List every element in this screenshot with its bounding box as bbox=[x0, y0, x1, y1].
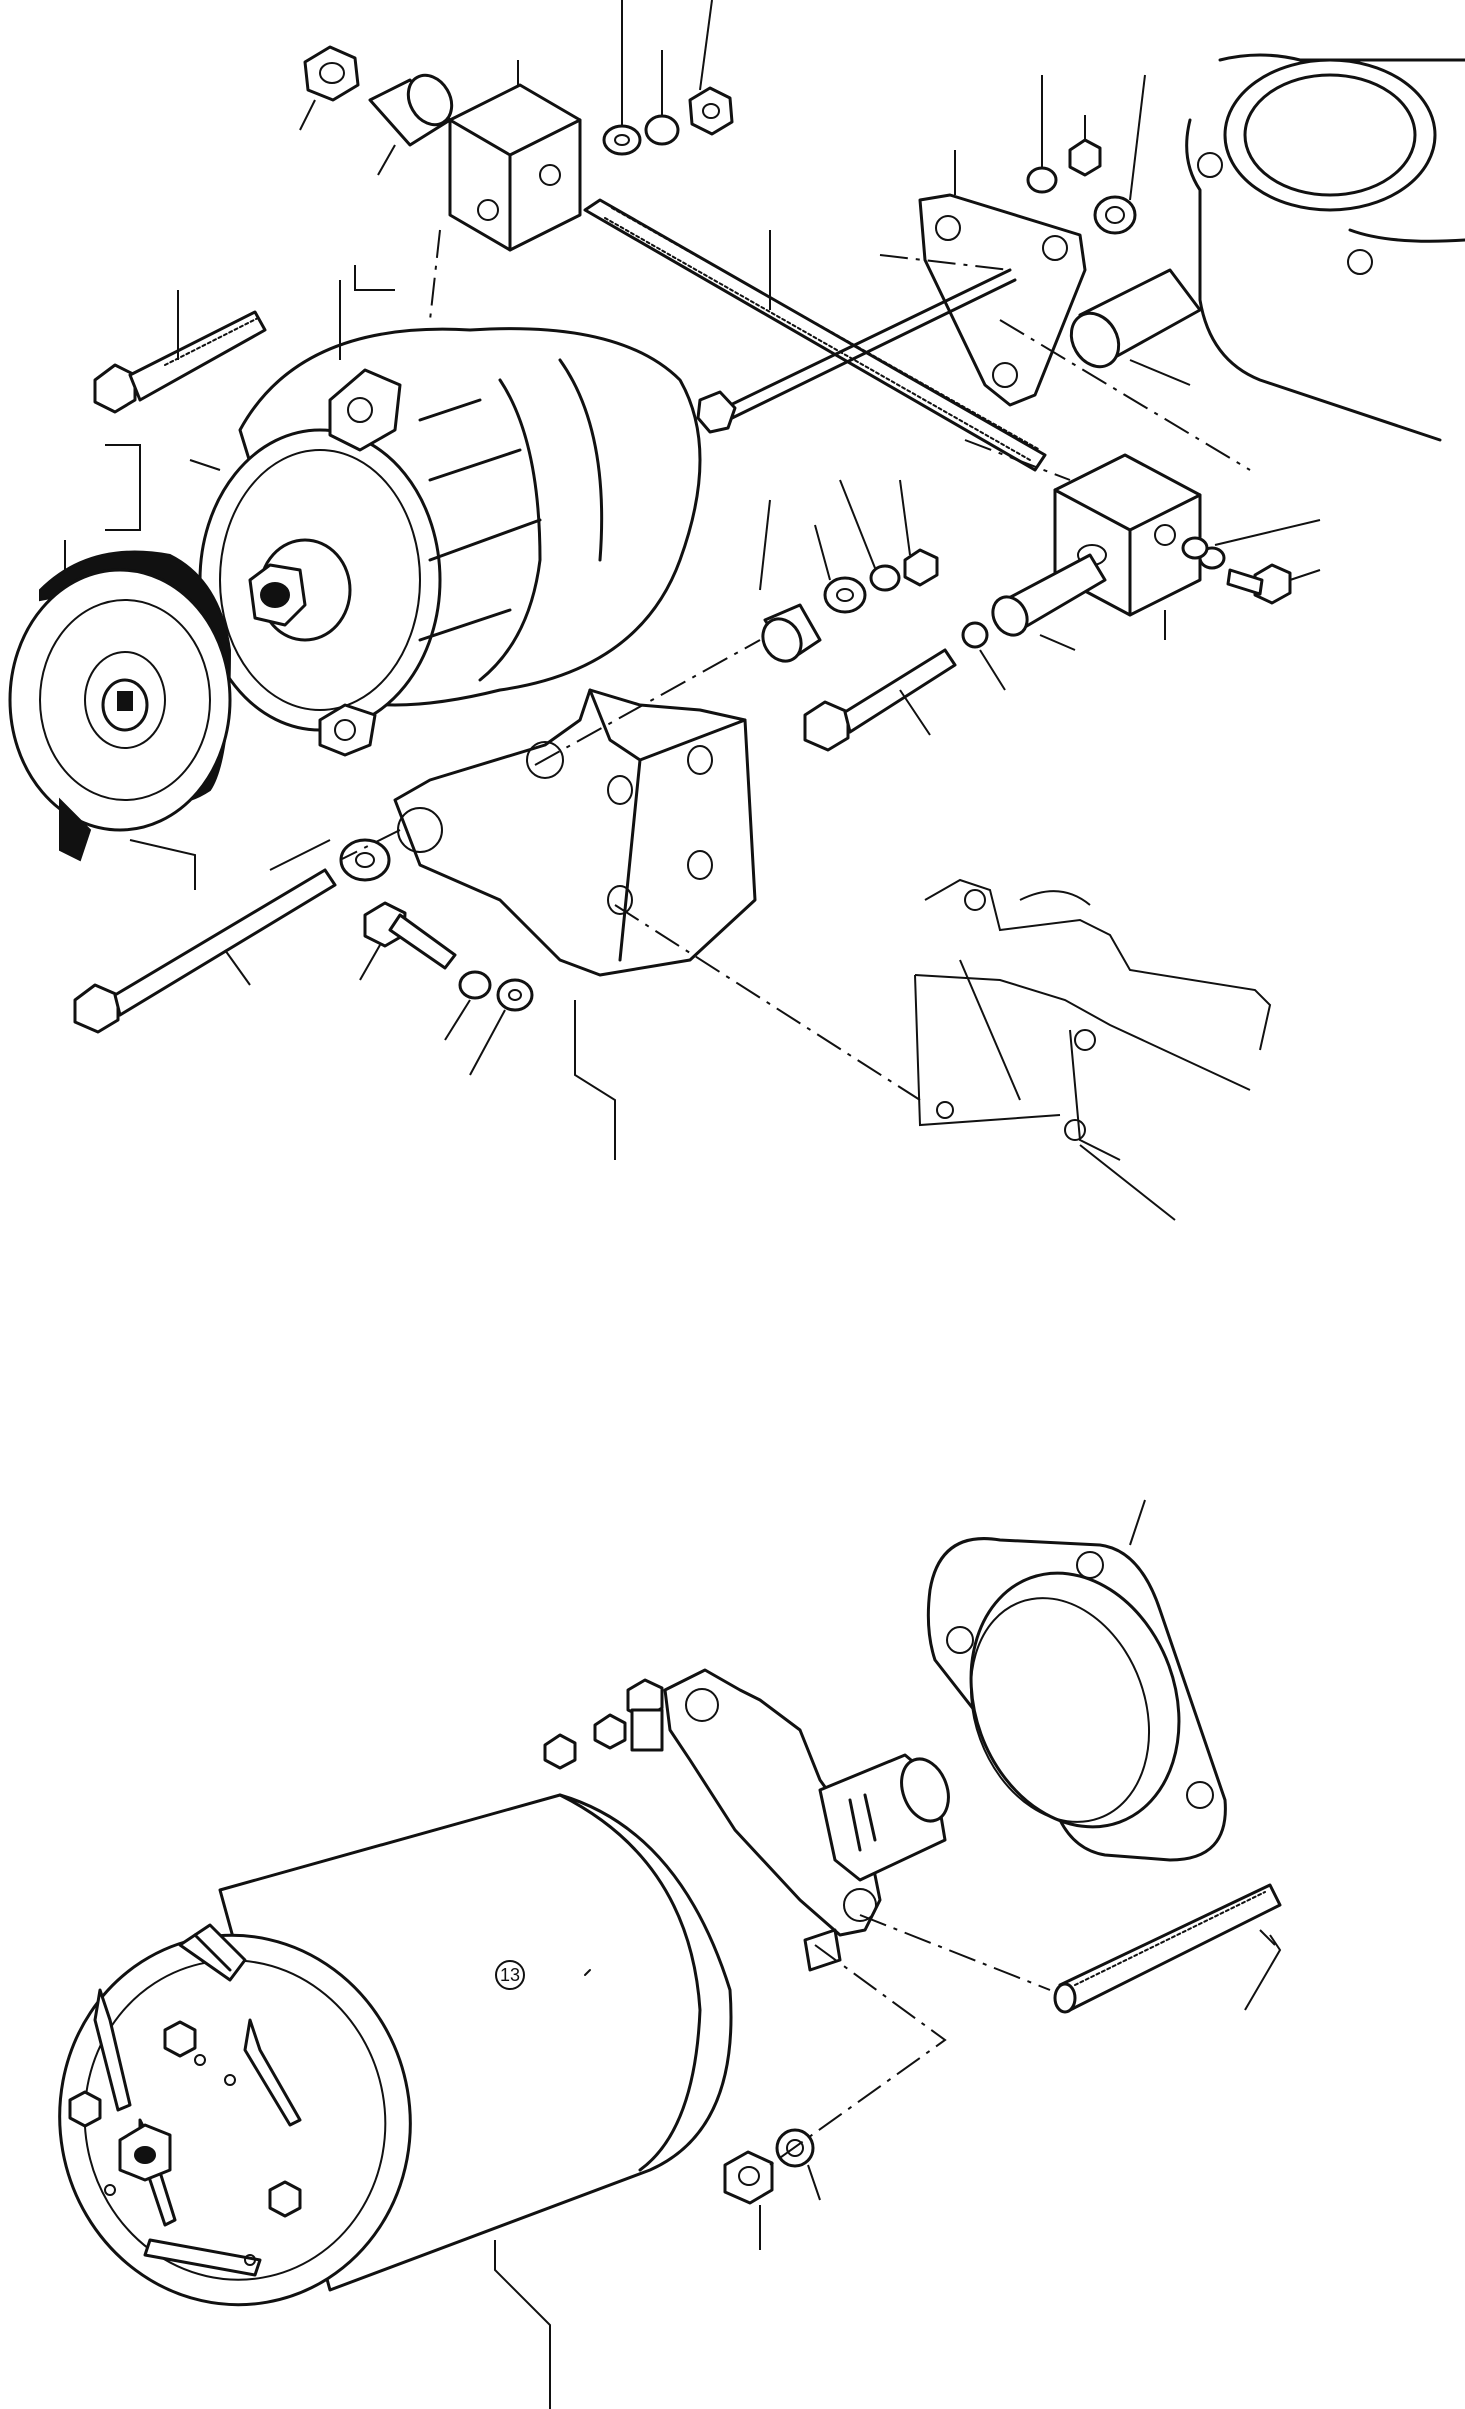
washer-part bbox=[602, 0, 642, 156]
bolt-mid-lower-part bbox=[803, 648, 957, 752]
front-bracket-outline bbox=[914, 878, 1272, 1221]
washer-small-part bbox=[1026, 75, 1058, 194]
nut-bottom-part bbox=[723, 2150, 774, 2250]
pulley-part bbox=[8, 540, 232, 890]
lock-washer-bottom-part bbox=[775, 2128, 821, 2201]
stud-part bbox=[1053, 1883, 1282, 2014]
callout-number: 13 bbox=[500, 1965, 520, 1985]
long-bolt-rear-part bbox=[696, 268, 1017, 434]
washer-mid-part bbox=[814, 524, 867, 614]
bolt-long-lower-part bbox=[73, 868, 337, 1034]
bushing-part bbox=[1069, 268, 1202, 386]
alignment-line bbox=[879, 254, 1011, 271]
alignment-line bbox=[859, 1914, 1051, 1991]
nut-top-part bbox=[688, 0, 734, 136]
alignment-line bbox=[614, 904, 921, 1101]
belt-callout-bracket bbox=[105, 444, 141, 531]
adjusting-block-right-part bbox=[1053, 453, 1202, 640]
rear-bracket-plate bbox=[918, 150, 1087, 407]
starter-motor-part: 13 bbox=[58, 1668, 950, 2409]
starter-motor-assembly-section: 13 bbox=[58, 1499, 1282, 2409]
alignment-line bbox=[429, 229, 441, 321]
spacer-tube-part bbox=[368, 73, 454, 176]
belt-callout-leader bbox=[189, 459, 221, 471]
bolt-right-small-part bbox=[1181, 519, 1321, 605]
adjusting-rod-part bbox=[583, 198, 1047, 472]
nut-mid-part bbox=[899, 479, 939, 587]
alignment-line bbox=[999, 319, 1251, 471]
spacer-small-part bbox=[1093, 74, 1146, 235]
nut-small-part bbox=[1068, 115, 1102, 177]
nut-part bbox=[299, 45, 360, 131]
alignment-line bbox=[534, 639, 761, 766]
adjusting-block-part bbox=[448, 60, 582, 252]
pin-right-part bbox=[991, 553, 1107, 651]
gasket-plate-part bbox=[926, 1499, 1227, 1862]
washer-lower-part bbox=[269, 838, 391, 882]
bolt-short-lower-part bbox=[359, 901, 457, 981]
lock-washer-mid-part bbox=[839, 479, 901, 592]
bolt-upper-part bbox=[93, 290, 267, 414]
lock-washer-part bbox=[644, 50, 680, 146]
washer-right-part bbox=[961, 621, 1006, 691]
mounting-bracket-part bbox=[393, 688, 757, 1160]
alignment-line bbox=[964, 439, 1071, 481]
lock-washer-lower-part bbox=[444, 970, 492, 1041]
bushing-mid-part bbox=[759, 499, 822, 663]
alternator-part bbox=[198, 265, 702, 757]
alternator-assembly-section bbox=[8, 0, 1465, 1221]
alignment-line bbox=[339, 829, 401, 861]
washer-lower2-part bbox=[469, 978, 534, 1076]
alignment-line bbox=[769, 1944, 947, 2166]
engine-block-outline bbox=[1185, 53, 1465, 442]
